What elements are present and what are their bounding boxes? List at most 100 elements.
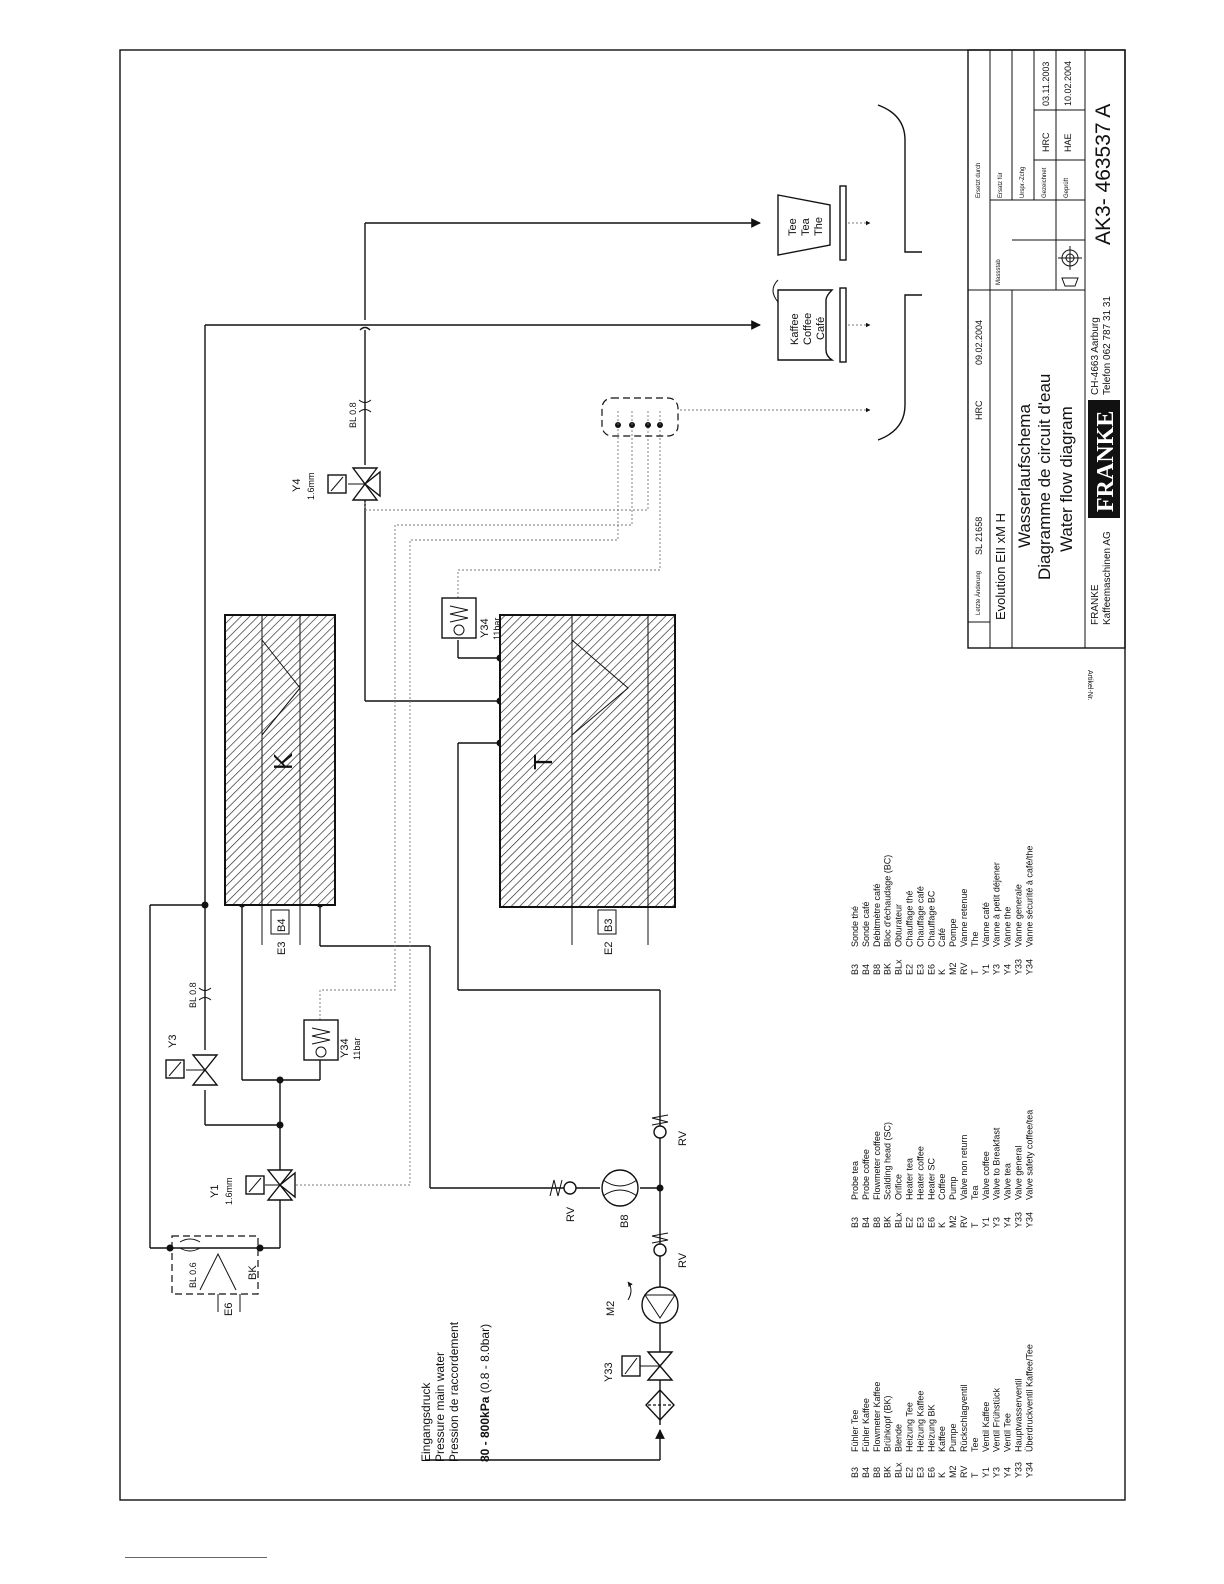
label-y1: Y1	[209, 1185, 221, 1198]
pump-m2-icon	[627, 1281, 679, 1324]
coffee-label-de: Kaffee	[789, 313, 801, 345]
legend-fr-code: K	[937, 969, 947, 975]
legend-fr-code: E6	[926, 964, 936, 975]
water-pipes	[149, 218, 761, 1461]
legend-de-code: K	[937, 1472, 947, 1478]
legend-en-code: Y3	[992, 1217, 1002, 1228]
legend-de-code: E6	[926, 1467, 936, 1478]
legend-fr-code: Y1	[981, 964, 991, 975]
tb-article-label: Artikel-Nr.	[1086, 670, 1093, 701]
label-y33: Y33	[603, 1362, 615, 1382]
legend-de-entry: Tee	[970, 1437, 980, 1452]
legend-de-code: Y4	[1003, 1467, 1013, 1478]
legend-en-code: E3	[915, 1217, 925, 1228]
legend-fr-code: RV	[959, 963, 969, 975]
title-block	[967, 49, 1126, 649]
tea-cup-icon	[777, 185, 847, 261]
legend-de-code: B3	[850, 1467, 860, 1478]
legend-fr-code: Y4	[1003, 964, 1013, 975]
legend-de-entry: Ventil Frühstück	[992, 1387, 1002, 1452]
coffee-label-en: Coffee	[802, 313, 814, 345]
tb-replaced-by: Ersetzt durch	[976, 163, 982, 198]
label-y4: Y4	[291, 479, 303, 492]
legend-en-entry: Heater SC	[926, 1157, 936, 1200]
tb-doc-number: AK3- 463537 A	[1092, 104, 1115, 245]
check-valve-rv-3	[549, 1179, 577, 1197]
legend-en-code: Y34	[1024, 1212, 1034, 1228]
orifice-bl08-1	[198, 987, 212, 1001]
orifice-bl08-2	[358, 399, 372, 413]
tea-boiler-t	[499, 614, 676, 908]
legend-en-entry: Valve tea	[1003, 1163, 1013, 1200]
legend-en-code: B8	[872, 1217, 882, 1228]
legend-fr-code: E2	[905, 964, 915, 975]
legend-de-entry: Fühler Tee	[850, 1410, 860, 1452]
legend-de-code: Y1	[981, 1467, 991, 1478]
legend-en-code: E2	[905, 1217, 915, 1228]
legend-fr-entry: Obturateur	[894, 904, 904, 947]
legend-de-entry: Ventil Kaffee	[981, 1402, 991, 1452]
legend-en-entry: Pump	[948, 1176, 958, 1200]
legend-fr-code: Y33	[1014, 959, 1024, 975]
legend-de-code: B8	[872, 1467, 882, 1478]
tb-model: Evolution EII xM H	[993, 513, 1008, 620]
legend-fr-entry: The	[970, 931, 980, 947]
svg-text:Pressure main water: Pressure main water	[433, 1352, 447, 1462]
legend-en-entry: Tea	[970, 1185, 980, 1200]
valve-y4	[327, 467, 381, 501]
tb-address: CH-4663 Aarburg	[1090, 317, 1101, 395]
legend-de-entry: Blende	[894, 1424, 904, 1452]
legend-fr-code: BK	[883, 963, 893, 975]
legend-de-entry: Heizung Kaffee	[915, 1391, 925, 1452]
safety-valve-y34-coffee	[303, 1019, 339, 1061]
franke-logo-text: FRANKE	[1093, 411, 1119, 512]
check-valve-rv-2	[651, 1114, 669, 1139]
legend-fr-entry: Chauffage café	[915, 886, 925, 947]
label-m2: M2	[605, 1301, 617, 1316]
legend-en-code: BK	[883, 1216, 893, 1228]
safety-valve-y34-tea	[441, 597, 477, 639]
legend-de-code: Y33	[1014, 1462, 1024, 1478]
tea-label-en: Tea	[800, 217, 812, 236]
legend-en-entry: Probe tea	[850, 1161, 860, 1200]
breakfast-outlet	[601, 397, 679, 437]
legend-de-code: B4	[861, 1467, 871, 1478]
valve-y3	[165, 1054, 219, 1086]
inlet-filter-icon	[645, 1388, 675, 1422]
valve-y1	[245, 1169, 296, 1201]
legend-fr-entry: Sonde thé	[850, 906, 860, 947]
coffee-label-fr: Café	[815, 317, 827, 340]
legend-en-code: K	[937, 1222, 947, 1228]
legend-en-entry: Heater tea	[905, 1158, 915, 1200]
legend-fr-entry: Sonde café	[861, 901, 871, 947]
legend-fr-code: Y3	[992, 964, 1002, 975]
tb-drawn-by: HRC	[1041, 132, 1051, 152]
probe-b4-box	[270, 909, 290, 935]
legend-fr-entry: Pompe	[948, 918, 958, 947]
svg-text:Pression de raccordement: Pression de raccordement	[447, 1321, 461, 1462]
label-rv-3: RV	[565, 1206, 577, 1222]
inlet-pressure-text: Eingangsdruck Pressure main water Pressi…	[419, 1321, 492, 1462]
scalding-head-bk	[171, 1235, 259, 1295]
legend-de-entry: Ventil Tee	[1003, 1413, 1013, 1452]
label-e6: E6	[223, 1303, 235, 1316]
footer-rule	[125, 1557, 267, 1558]
boiler-k-label: K	[268, 752, 298, 770]
legend-en-entry: Probe coffee	[861, 1149, 871, 1200]
legend-en-entry: Valve non return	[959, 1135, 969, 1200]
legend-de-entry: Flowmeter Kaffee	[872, 1382, 882, 1452]
legend-en-entry: Valve safety coffee/tea	[1024, 1110, 1034, 1200]
legend-en-code: T	[970, 1222, 980, 1228]
legend-de-entry: Überdruckventil Kaffee/Tee	[1024, 1344, 1034, 1452]
boiler-t-label: T	[528, 754, 558, 770]
label-y34-tea: Y34	[479, 618, 491, 638]
coffee-cup-icon	[772, 279, 847, 363]
legend-de-code: Y3	[992, 1467, 1002, 1478]
svg-text:80 - 800kPa (0.8 - 8.0bar): 80 - 800kPa (0.8 - 8.0bar)	[478, 1324, 492, 1462]
label-bl08-1: BL 0.8	[188, 982, 198, 1008]
legend-en-entry: Valve coffee	[981, 1151, 991, 1200]
legend-de-entry: Kaffee	[937, 1426, 947, 1452]
probe-b3-box	[597, 909, 617, 935]
svg-text:Eingangsdruck: Eingangsdruck	[419, 1382, 433, 1462]
